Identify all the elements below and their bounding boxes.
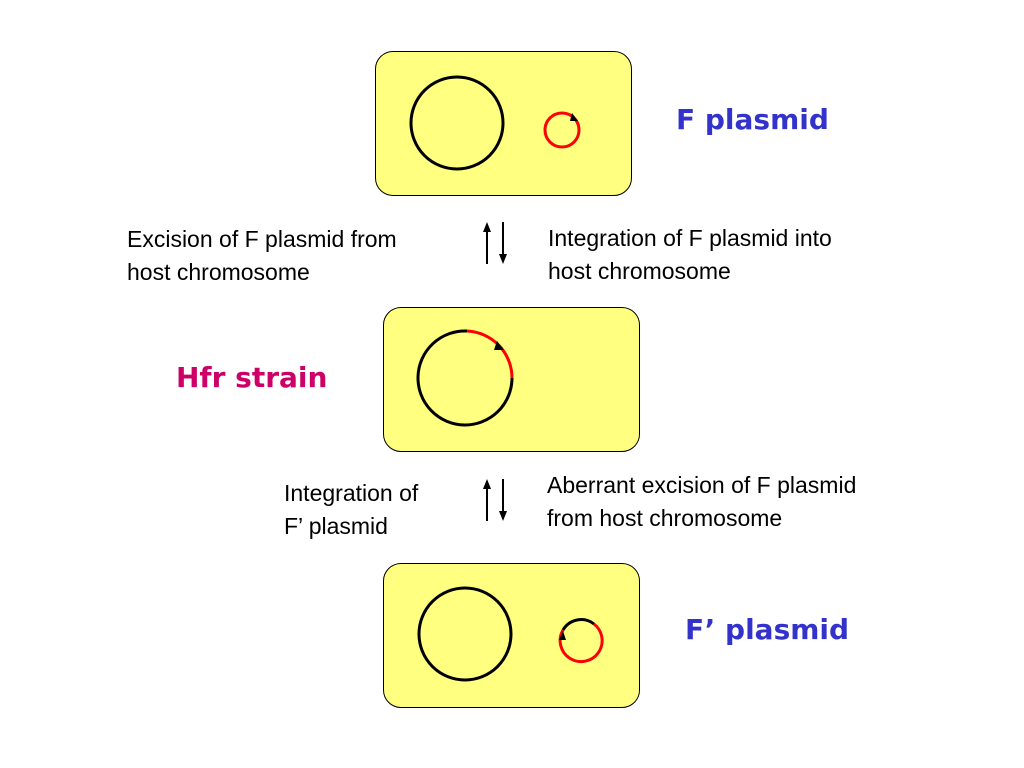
stage-label-hfr-strain: Hfr strain	[176, 361, 328, 394]
transition-text-aberrant-excision: Aberrant excision of F plasmid from host…	[547, 469, 856, 535]
text-line: Aberrant excision of F plasmid	[547, 472, 857, 498]
transition-text-excision: Excision of F plasmid from host chromoso…	[127, 223, 397, 289]
text-line: F’ plasmid	[284, 513, 388, 539]
cell-hfr-strain	[383, 307, 640, 452]
stage-label-f-prime-plasmid: F’ plasmid	[685, 613, 850, 646]
stage-label-f-plasmid: F plasmid	[676, 103, 829, 136]
text-line: Integration of	[284, 480, 419, 506]
transition-text-integration: Integration of F plasmid into host chrom…	[548, 222, 832, 288]
transition-text-integration-f-prime: Integration of F’ plasmid	[284, 477, 418, 543]
double-arrow-top	[483, 222, 507, 264]
text-line: host chromosome	[548, 258, 731, 284]
cell-f-prime-plasmid	[383, 563, 640, 708]
double-arrow-bottom	[483, 479, 507, 521]
text-line: from host chromosome	[547, 505, 783, 531]
cell-f-plasmid	[375, 51, 632, 196]
text-line: Integration of F plasmid into	[548, 225, 832, 251]
text-line: host chromosome	[127, 259, 310, 285]
text-line: Excision of F plasmid from	[127, 226, 397, 252]
